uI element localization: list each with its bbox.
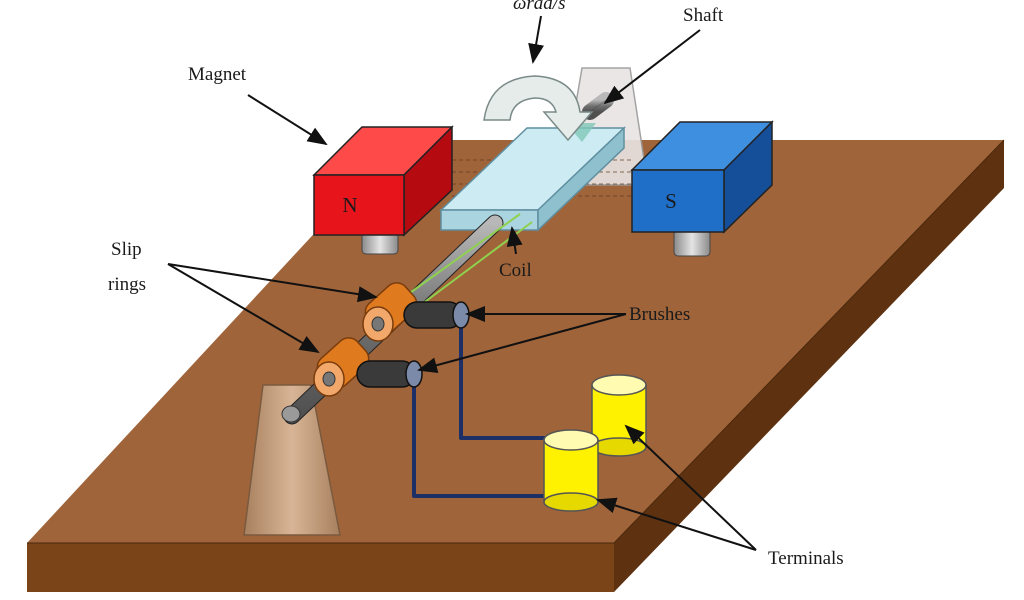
front-shaft-support xyxy=(243,384,341,536)
south-pole-label: S xyxy=(665,189,677,213)
leader-arrows xyxy=(167,15,757,551)
brush-lower xyxy=(356,360,423,388)
arrow-shaft xyxy=(603,29,701,105)
north-magnet xyxy=(312,125,454,255)
board-front xyxy=(27,543,614,592)
terminals-label: Terminals xyxy=(768,548,844,569)
arrow-terminal-back xyxy=(624,424,757,551)
slip-ring-upper xyxy=(362,282,418,342)
arrow-magnet xyxy=(247,94,328,146)
board-side xyxy=(614,140,1004,592)
arrow-slip-lower xyxy=(167,263,320,354)
wires xyxy=(412,316,556,498)
arrow-coil xyxy=(506,226,523,255)
slip-ring-lower xyxy=(313,337,370,397)
slip-rings-label: Slip xyxy=(111,239,142,260)
arrow-terminal-front xyxy=(596,497,757,551)
wire-upper xyxy=(459,316,556,440)
arrow-slip-upper xyxy=(167,263,378,303)
brushes-label: Brushes xyxy=(629,304,690,325)
brush-upper xyxy=(403,301,470,329)
south-magnet xyxy=(630,120,774,257)
slip-rings-label-line2: rings xyxy=(108,274,146,295)
rotation-label: ωrad/s xyxy=(513,0,565,14)
coil-label: Coil xyxy=(499,260,532,281)
terminal-front xyxy=(543,429,599,512)
arrow-rotation xyxy=(528,15,544,64)
magnet-label: Magnet xyxy=(188,64,247,85)
wire-lower xyxy=(412,376,551,498)
arrow-brush-lower xyxy=(417,313,627,374)
shaft-label: Shaft xyxy=(683,5,724,26)
north-pole-label: N xyxy=(342,193,357,217)
magnet-post-right xyxy=(673,229,711,257)
rotation-arrow-icon xyxy=(483,75,594,142)
terminal-back xyxy=(591,374,647,457)
